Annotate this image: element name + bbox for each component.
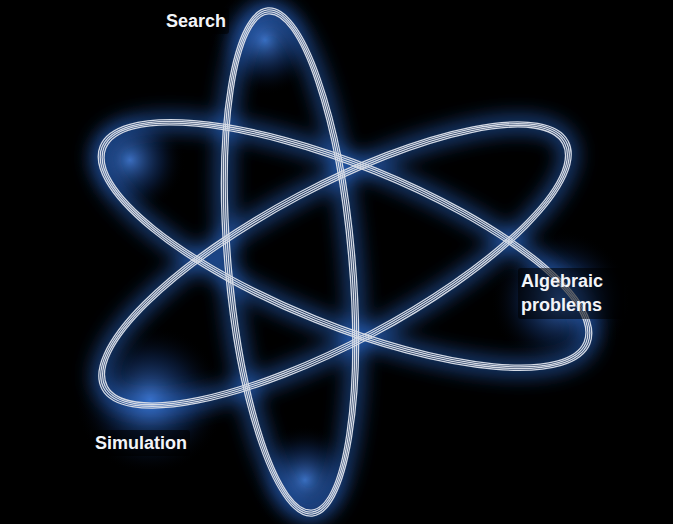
ring-label: Simulation	[92, 430, 190, 456]
ring-strand	[69, 69, 621, 421]
ring-strand	[207, 7, 372, 518]
ring-strand	[72, 78, 598, 453]
ring-descending	[69, 69, 621, 421]
glow-spot	[490, 230, 630, 370]
ring-strand	[205, 4, 375, 519]
ring-strand	[67, 72, 604, 458]
ring-strand	[74, 74, 615, 415]
ring-ascending	[64, 70, 606, 461]
ring-strand	[69, 75, 600, 455]
ring-strand	[64, 70, 606, 461]
ring-vertical	[203, 2, 377, 521]
ring-strand	[210, 9, 371, 515]
ring-strand	[203, 2, 377, 521]
ring-label: Algebraic problems	[518, 268, 624, 319]
ring-glows	[67, 6, 618, 519]
ring-label: Search	[163, 8, 229, 34]
